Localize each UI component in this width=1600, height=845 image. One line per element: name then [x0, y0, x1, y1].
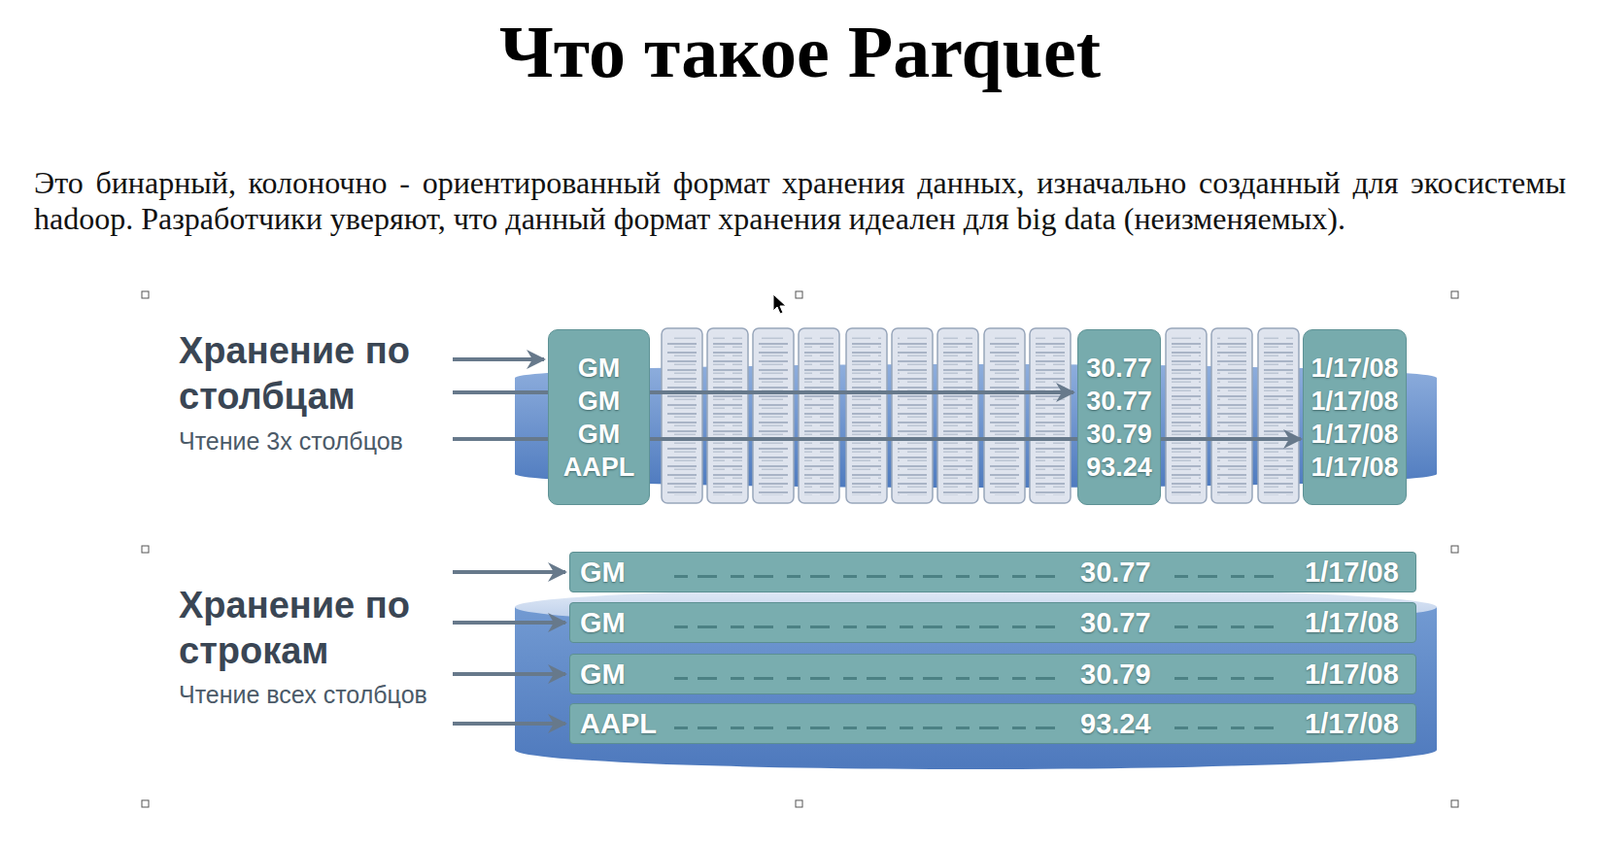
selection-handle [141, 800, 149, 808]
column-block: 30.7730.7730.7993.24 [1077, 329, 1161, 506]
filler-column [1258, 328, 1299, 504]
cell-value: 30.77 [1086, 384, 1153, 418]
cell-value: AAPL [579, 705, 1081, 743]
filler-column [661, 328, 703, 504]
cell-value: 30.77 [1086, 351, 1153, 385]
filler-column [1211, 328, 1253, 504]
cell-value: 1/17/08 [1304, 705, 1399, 743]
cell-value: GM [579, 553, 1081, 591]
filler-marks [943, 336, 973, 496]
filler-marks [674, 677, 1062, 681]
read-arrow [452, 672, 566, 677]
filler-marks [758, 336, 788, 496]
filler-marks [851, 336, 882, 496]
filler-marks [804, 336, 834, 496]
cell-value: 1/17/08 [1310, 417, 1398, 451]
filler-marks [1217, 336, 1247, 496]
cell-value: 1/17/08 [1310, 384, 1398, 418]
selection-handle [141, 545, 149, 553]
selection-handle [795, 800, 803, 808]
filler-marks [989, 336, 1020, 496]
cell-value: 1/17/08 [1304, 604, 1399, 642]
read-arrow [452, 357, 545, 362]
cell-value: 30.79 [1080, 655, 1305, 693]
filler-marks [1171, 336, 1201, 496]
column-block: GMGMGMAAPL [547, 329, 650, 506]
section-subtitle: Чтение всех столбцов [178, 680, 451, 710]
filler-column [707, 328, 749, 504]
filler-marks [1035, 336, 1065, 496]
filler-marks [674, 726, 1062, 730]
cell-value: 30.79 [1086, 417, 1153, 451]
row-record: GM30.771/17/08 [569, 602, 1417, 644]
read-arrow [452, 721, 566, 726]
cell-value: 30.77 [1080, 604, 1305, 642]
cell-value: 93.24 [1086, 450, 1153, 484]
selection-handle [795, 291, 803, 299]
filler-marks [667, 336, 697, 496]
cell-value: GM [578, 384, 621, 418]
cell-value: 1/17/08 [1310, 450, 1398, 484]
cell-value: 1/17/08 [1310, 351, 1398, 385]
filler-marks [1263, 336, 1294, 496]
filler-marks [1174, 677, 1282, 681]
page-title: Что такое Parquet [0, 7, 1600, 97]
section-heading: Хранение по столбцам [178, 328, 451, 420]
filler-marks [897, 336, 927, 496]
cell-value: 30.77 [1080, 553, 1305, 591]
cell-value: GM [578, 417, 621, 451]
filler-column [1165, 328, 1207, 504]
read-arrow [452, 620, 566, 625]
cell-value: 93.24 [1080, 705, 1305, 743]
filler-column [752, 328, 794, 504]
row-record: GM30.791/17/08 [569, 653, 1417, 695]
cell-value: GM [579, 604, 1081, 642]
cell-value: 1/17/08 [1304, 553, 1399, 591]
filler-column [1029, 328, 1071, 504]
read-arrow [452, 570, 566, 575]
filler-column [798, 328, 840, 504]
read-arrow [452, 390, 1074, 395]
filler-marks [713, 336, 743, 496]
mouse-pointer [773, 294, 786, 314]
filler-marks [674, 575, 1062, 579]
filler-column [891, 328, 933, 504]
filler-column [846, 328, 887, 504]
filler-marks [1174, 575, 1282, 579]
row-record: GM30.771/17/08 [569, 551, 1417, 593]
cell-value: AAPL [563, 450, 636, 484]
body-text: Это бинарный, колоночно - ориентированны… [34, 165, 1566, 238]
filler-marks [674, 625, 1062, 629]
filler-column [937, 328, 979, 504]
section-subtitle: Чтение 3х столбцов [178, 426, 451, 456]
cell-value: GM [579, 655, 1081, 693]
filler-marks [1174, 625, 1282, 629]
selection-handle [141, 291, 149, 299]
selection-handle [1451, 800, 1459, 808]
cell-value: 1/17/08 [1304, 655, 1399, 693]
row-record: AAPL93.241/17/08 [569, 703, 1417, 745]
column-block: 1/17/081/17/081/17/081/17/08 [1302, 329, 1406, 506]
selection-handle [1451, 545, 1459, 553]
filler-column [984, 328, 1025, 504]
filler-marks [1174, 726, 1282, 730]
cell-value: GM [578, 351, 621, 385]
selection-handle [1451, 291, 1459, 299]
section-heading: Хранение по строкам [178, 582, 451, 675]
